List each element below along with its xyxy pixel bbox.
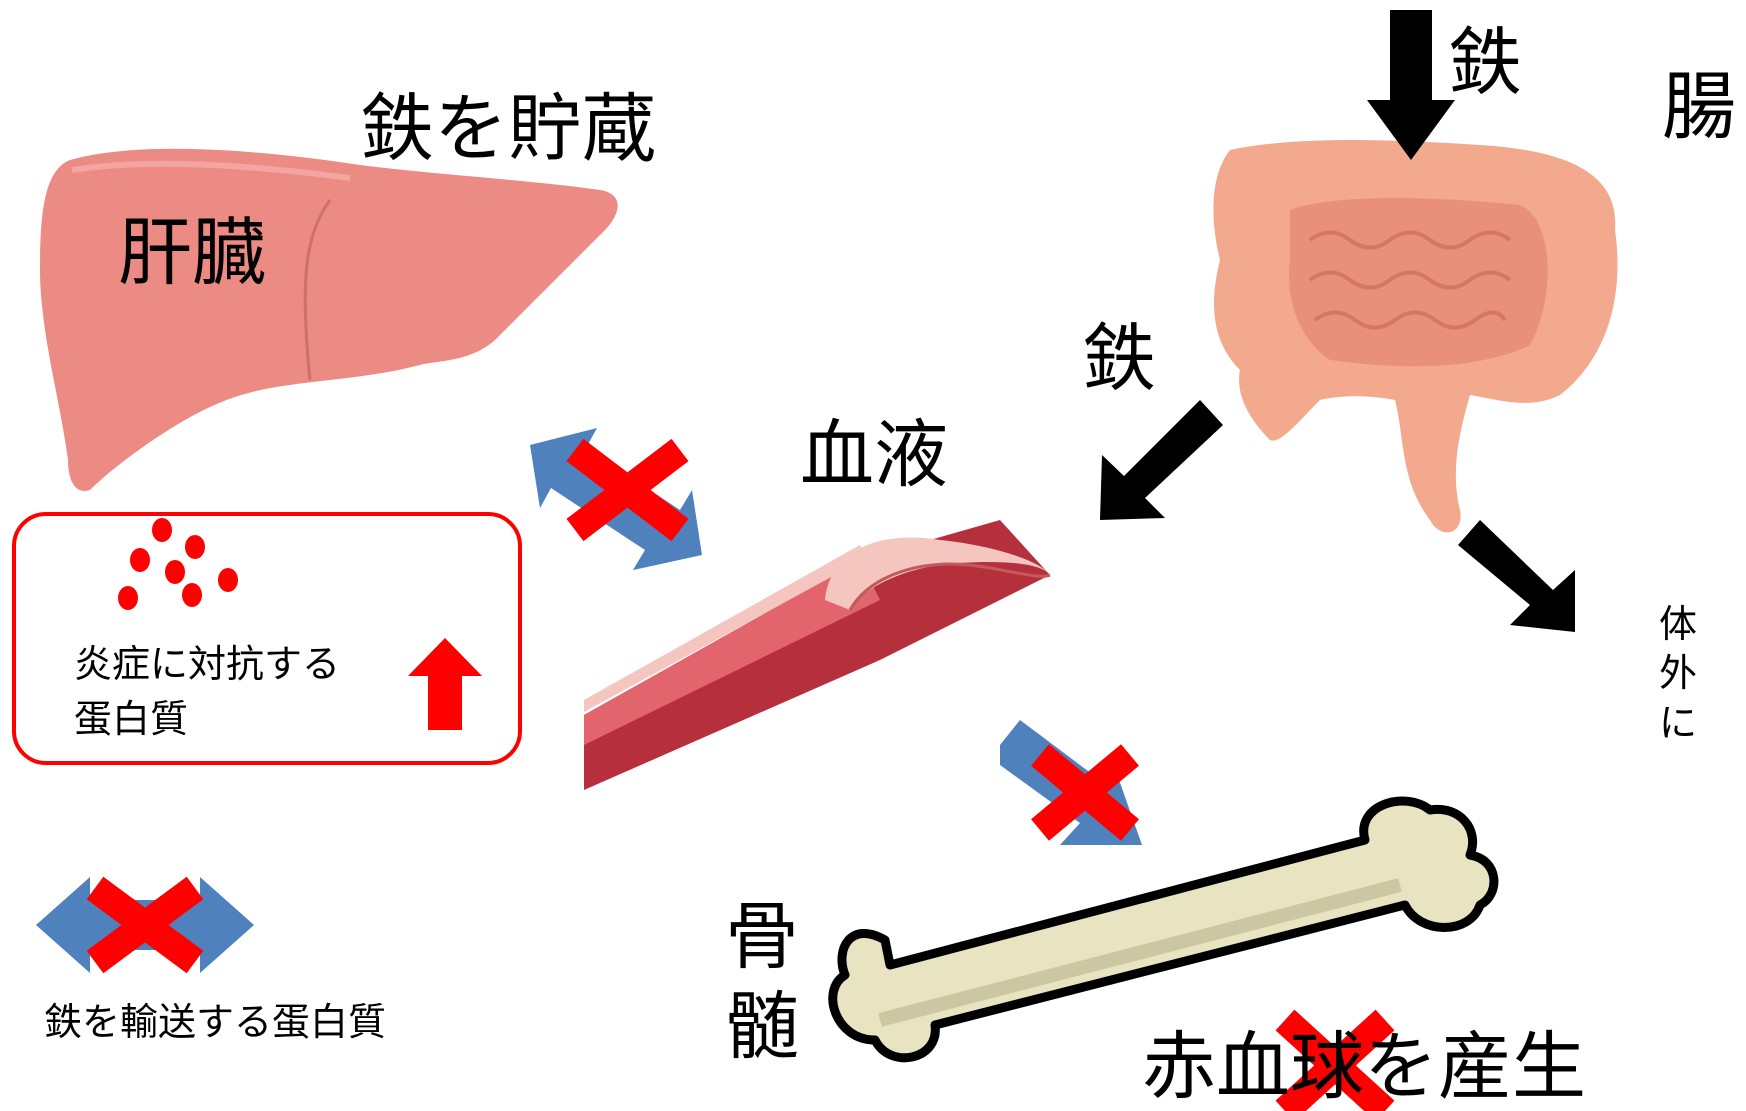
transport-liver-blood-icon <box>530 428 702 570</box>
iron-excretion-arrow-icon <box>1458 520 1575 632</box>
outside-body-char: に <box>1655 699 1701 748</box>
inflammation-protein-line1: 炎症に対抗する <box>74 645 340 683</box>
iron-mid-label: 鉄 <box>1082 322 1156 396</box>
bone-marrow-label-1: 骨 <box>725 900 799 974</box>
transport-blood-bone-icon <box>1000 720 1142 845</box>
iron-intake-arrow-icon <box>1367 10 1455 160</box>
liver-image <box>40 149 618 491</box>
legend-transport-icon <box>36 877 254 973</box>
blood-label: 血液 <box>800 418 948 492</box>
intestine-image <box>1213 140 1617 532</box>
inflammation-protein-line2: 蛋白質 <box>74 700 188 738</box>
liver-label: 肝臓 <box>118 216 266 290</box>
rbc-production-label: 赤血球を産生 <box>1142 1030 1586 1104</box>
iron-absorption-arrow-icon <box>1100 400 1223 520</box>
iron-storage-label: 鉄を貯蔵 <box>360 92 656 166</box>
bone-image <box>833 801 1494 1058</box>
outside-body-char: 外 <box>1655 649 1701 698</box>
bone-marrow-label-2: 髄 <box>725 990 799 1064</box>
intestine-label: 腸 <box>1662 70 1736 144</box>
iron-top-label: 鉄 <box>1448 26 1522 100</box>
outside-body-char: 体 <box>1655 600 1701 649</box>
outside-body-label: 体 外 に <box>1655 600 1701 748</box>
legend-transport-label: 鉄を輸送する蛋白質 <box>44 1003 386 1041</box>
